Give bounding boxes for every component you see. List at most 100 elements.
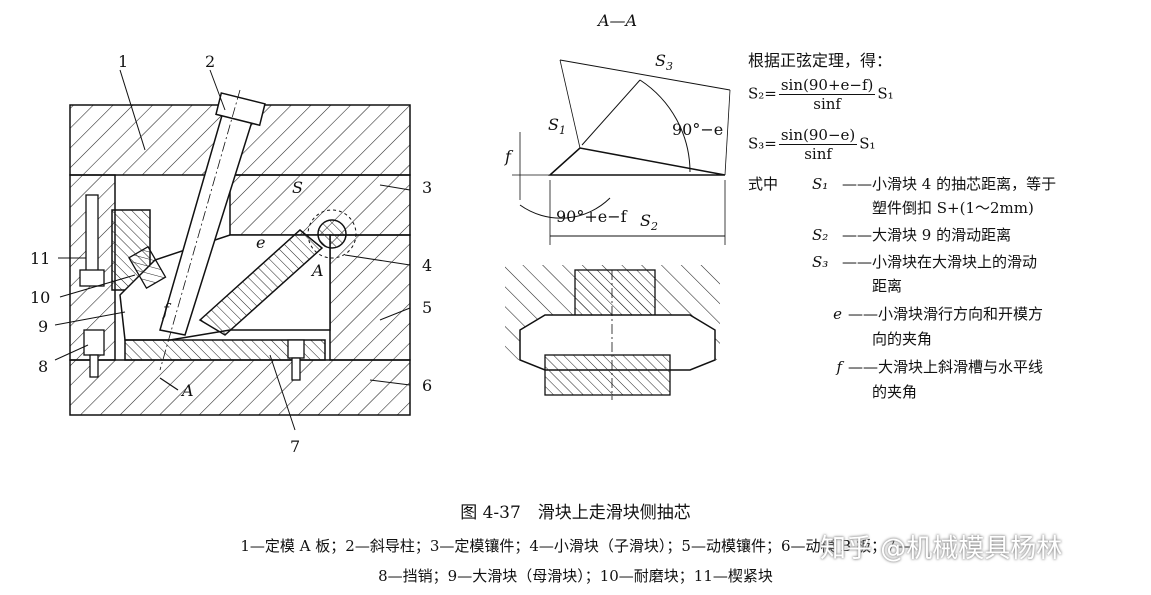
- definition-row: f ——大滑块上斜滑槽与水平线: [818, 356, 1043, 377]
- definition-row: 的夹角: [872, 381, 917, 402]
- formula-s2-denominator: sinf: [813, 95, 841, 113]
- s3-extension-left: [559, 59, 581, 149]
- watermark: 知乎 @机械模具杨林: [820, 534, 1063, 564]
- definition-symbol: S₁: [812, 175, 829, 193]
- label-angle-top: 90°−e: [672, 120, 723, 139]
- bottom-plate: [124, 339, 326, 361]
- mold-section-view: 1 2 3 4 5 6 7 8 9 10 11 S e A f A: [30, 52, 432, 456]
- formula-s2-rhs: S₁: [877, 84, 894, 103]
- definition-row: 距离: [872, 275, 902, 296]
- label-11: 11: [30, 249, 50, 268]
- formula-s3-denominator: sinf: [804, 145, 832, 163]
- formula-intro: 根据正弦定理，得：: [748, 51, 893, 70]
- definition-text: ——大滑块 9 的滑动距离: [842, 226, 1012, 244]
- leader-7: [269, 354, 296, 431]
- definition-row: 塑件倒扣 S+(1～2mm): [872, 197, 1034, 218]
- label-3: 3: [422, 178, 432, 197]
- definition-row: e——小滑块滑行方向和开模方: [818, 303, 1043, 324]
- leader-5: [379, 307, 411, 321]
- formula-s2-numerator: sin(90+e−f): [778, 76, 876, 95]
- screw-head: [287, 339, 305, 359]
- definition-symbol: S₃: [812, 253, 829, 271]
- label-s: S: [292, 178, 303, 197]
- definition-text: 距离: [872, 277, 903, 295]
- definition-text: 的夹角: [872, 383, 918, 401]
- figure-caption-title: 图 4-37 滑块上走滑块侧抽芯: [460, 503, 691, 523]
- leader-4: [344, 254, 411, 266]
- label-10: 10: [30, 288, 50, 307]
- triangle-s1-side: [549, 147, 581, 176]
- angle-arc-bottom: [519, 197, 611, 219]
- label-a-upper: A: [310, 261, 324, 280]
- formula-s2-lhs: S₂=: [748, 84, 777, 103]
- definition-row: S₁ ——小滑块 4 的抽芯距离，等于: [812, 173, 1056, 194]
- s3-dimension-line: [559, 59, 731, 91]
- label-9: 9: [38, 317, 48, 336]
- definition-row: 向的夹角: [872, 328, 932, 349]
- label-8: 8: [38, 357, 48, 376]
- definitions-head: 式中: [748, 175, 779, 193]
- label-tri-f: f: [504, 147, 514, 166]
- label-4: 4: [422, 256, 432, 275]
- label-angle-bottom: 90°+e−f: [556, 207, 628, 226]
- definition-text: ——小滑块滑行方向和开模方: [848, 305, 1044, 323]
- label-s2-sub: 2: [650, 220, 658, 233]
- moving-insert: [329, 234, 411, 361]
- leader-6: [369, 379, 411, 386]
- figure-caption-line-1: 1—定模 A 板；2—斜导柱；3—定模镶件；4—小滑块（子滑块）；5—动模镶件；…: [240, 537, 911, 555]
- label-s1: S1: [548, 115, 566, 137]
- label-s3: S3: [655, 51, 673, 73]
- leader-3: [379, 184, 411, 191]
- leader-10: [59, 274, 136, 298]
- formula-s3-numerator: sin(90−e): [778, 126, 858, 145]
- definition-row: S₂ ——大滑块 9 的滑动距离: [812, 224, 1011, 245]
- small-slider: [198, 229, 324, 336]
- definition-text: ——小滑块 4 的抽芯距离，等于: [842, 175, 1057, 193]
- label-1: 1: [118, 52, 128, 71]
- label-s3-sub: 3: [666, 60, 673, 73]
- formula-s3-lhs: S₃=: [748, 134, 777, 153]
- definition-symbol: S₂: [812, 226, 829, 244]
- label-5: 5: [422, 298, 432, 317]
- angle-arc-top: [639, 79, 691, 173]
- formula-s3-rhs: S₁: [859, 134, 876, 153]
- label-e: e: [256, 233, 265, 252]
- leader-9: [54, 311, 126, 326]
- definition-text: 塑件倒扣 S+(1～2mm): [872, 199, 1034, 217]
- angle-ray: [581, 79, 641, 146]
- leader-8: [54, 344, 89, 361]
- leader-2: [209, 69, 226, 111]
- figure-caption-line-2: 8—挡销；9—大滑块（母滑块）；10—耐磨块；11—楔紧块: [378, 567, 773, 585]
- label-6: 6: [422, 376, 432, 395]
- label-s2: S2: [640, 211, 658, 233]
- definition-text: ——小滑块在大滑块上的滑动: [842, 253, 1038, 271]
- leader-1: [119, 69, 146, 151]
- definition-row: S₃ ——小滑块在大滑块上的滑动: [812, 251, 1037, 272]
- label-s1-sub: 1: [559, 124, 566, 137]
- slider-cross-section: [505, 265, 720, 400]
- label-a-lower: A: [180, 381, 194, 400]
- guide-pin-head: [215, 92, 266, 127]
- moving-plate-b: [69, 359, 411, 416]
- formula-s2-fraction: sin(90+e−f)sinf: [778, 76, 876, 113]
- formula-s3-fraction: sin(90−e)sinf: [778, 126, 858, 163]
- s3-extension-right: [724, 89, 731, 176]
- section-title: A—A: [596, 11, 637, 30]
- definition-text: ——大滑块上斜滑槽与水平线: [848, 358, 1044, 376]
- definition-symbol: f: [836, 358, 842, 376]
- label-7: 7: [290, 437, 300, 456]
- bottom-plate-section: [544, 354, 671, 396]
- label-f: f: [162, 300, 172, 319]
- bolt-head: [79, 269, 105, 287]
- definition-text: 向的夹角: [872, 330, 933, 348]
- stop-pin: [83, 329, 105, 356]
- stop-pin-stem: [89, 354, 99, 378]
- label-2: 2: [205, 52, 215, 71]
- small-slider-head: [317, 219, 347, 249]
- wear-plate: [128, 245, 167, 289]
- screw-stem: [291, 357, 301, 381]
- guide-pin-centerline: [159, 89, 241, 371]
